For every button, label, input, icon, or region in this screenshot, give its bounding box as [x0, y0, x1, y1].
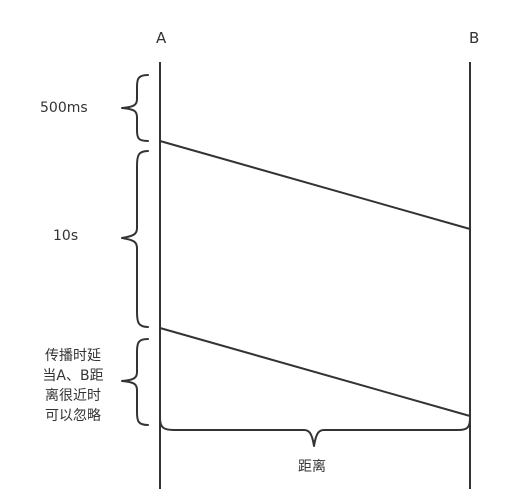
- long-interval-label: 10s: [53, 228, 79, 244]
- node-b-label: B: [469, 29, 480, 47]
- propagation-note-line-2: 当A、B距: [42, 368, 104, 384]
- propagation-note: 传播时延 当A、B距 离很近时 可以忽略: [34, 346, 112, 426]
- distance-brace: [159, 417, 471, 447]
- distance-label: 距离: [298, 459, 326, 475]
- propagation-note-line-1: 传播时延: [45, 348, 101, 364]
- propagation-note-line-4: 可以忽略: [45, 408, 101, 424]
- propagation-note-line-3: 离很近时: [45, 388, 101, 404]
- node-a-label: A: [156, 29, 167, 47]
- brace-propagation-delay: [121, 338, 149, 426]
- brace-10s: [121, 150, 149, 328]
- transmission-line-2: [159, 327, 471, 417]
- brace-500ms: [121, 74, 149, 142]
- short-interval-label: 500ms: [40, 100, 88, 116]
- transmission-line-1: [159, 140, 471, 230]
